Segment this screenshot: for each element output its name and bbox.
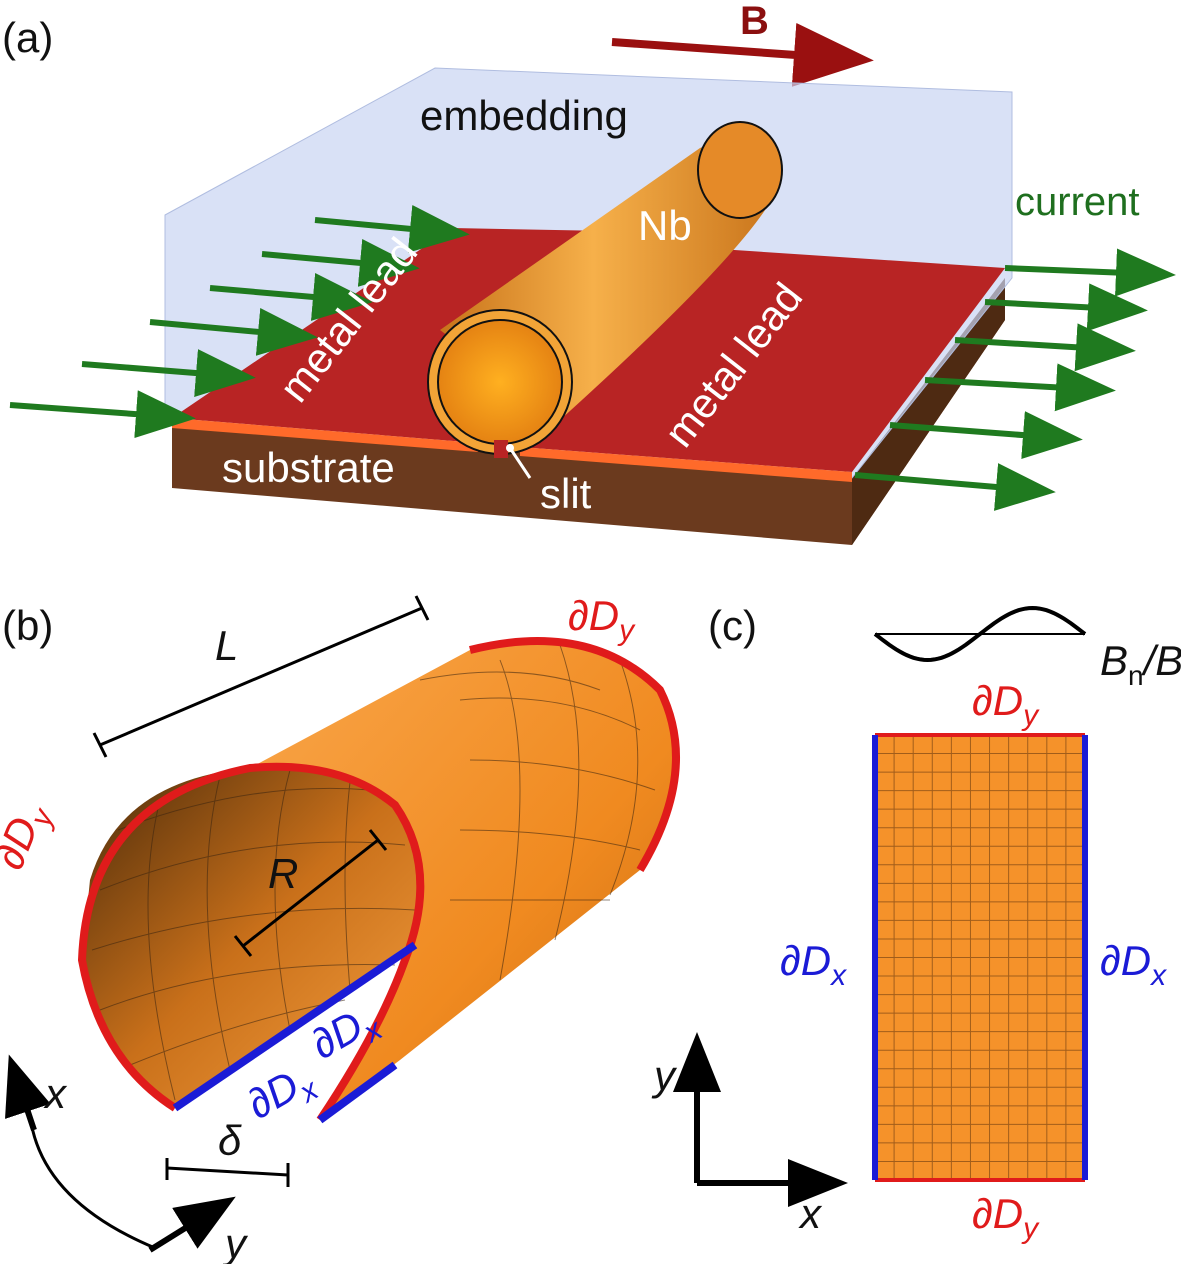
length-bar: [99, 606, 423, 747]
metal-lead-right: [520, 248, 1005, 472]
slit-label: slit: [540, 470, 592, 517]
nb-tube-far-end: [697, 121, 783, 219]
axis-y-arrow: [148, 1196, 236, 1253]
slit-width-bar: [166, 1166, 289, 1177]
axis-y-label-c: y: [651, 1052, 678, 1099]
current-arrow-in-4: [209, 273, 373, 321]
axis-x-arrow: [5, 1054, 51, 1131]
axis-curve: [28, 1114, 156, 1250]
field-arrow: [611, 22, 874, 87]
current-label: current: [1015, 180, 1140, 224]
bd-y-left-label: ∂Dy: [0, 795, 61, 879]
length-bar-tick-b: [414, 595, 430, 621]
bd-y-far-rim: [469, 637, 680, 873]
panel-c: (c) Bn/B ∂Dy ∂Dy ∂Dx ∂Dx y x: [651, 602, 1181, 1245]
panel-a: (a) B: [2, 0, 1176, 545]
current-arrow-in-3: [149, 308, 318, 356]
length-label: L: [215, 622, 238, 669]
substrate-label: substrate: [222, 444, 395, 491]
current-arrows-in: [9, 204, 470, 439]
current-arrow-out-1: [1004, 248, 1176, 297]
lead-edge-left: [172, 418, 478, 452]
bd-x-label-b: ∂Dx: [239, 1054, 325, 1135]
current-arrow-out-3: [954, 323, 1136, 372]
bd-y-near-rim: [77, 762, 425, 1123]
current-arrow-in-1: [9, 390, 196, 439]
radius-label: R: [268, 850, 298, 897]
axis-x-label-c: x: [798, 1190, 823, 1237]
nb-tube-opening: [437, 319, 563, 445]
tube-grid: [91, 644, 656, 1101]
radius-bar-tick-a: [233, 935, 253, 957]
radius-bar: [242, 838, 379, 948]
panel-b: (b) L: [0, 592, 680, 1264]
tube-label: Nb: [638, 202, 692, 249]
profile-label: Bn/B: [1100, 637, 1181, 691]
bd-y-top-label-c: ∂Dy: [972, 677, 1040, 732]
current-arrow-in-2: [81, 349, 256, 397]
current-arrows-out: [854, 248, 1176, 511]
bd-y-top-label: ∂Dy: [568, 592, 636, 647]
slit-pointer: [508, 447, 532, 479]
embedding-label: embedding: [420, 92, 628, 139]
panel-b-label: (b): [2, 602, 53, 649]
bd-x-right-label-c: ∂Dx: [1100, 937, 1167, 992]
current-arrow-in-5: [261, 239, 420, 287]
field-label: B: [740, 0, 769, 43]
panel-c-label: (c): [708, 602, 757, 649]
slit-pointer-dot: [506, 444, 514, 452]
bd-x-left-label-c: ∂Dx: [780, 937, 847, 992]
current-arrow-out-4: [924, 363, 1116, 412]
axis-y-label: y: [222, 1220, 249, 1264]
current-arrow-out-2: [984, 283, 1148, 332]
current-arrow-out-5: [889, 411, 1083, 460]
bd-y-bottom-label-c: ∂Dy: [972, 1190, 1040, 1245]
tube-outer-surface: [250, 641, 676, 1120]
tube-slit-gap: [494, 440, 508, 458]
substrate-block: [172, 278, 1005, 545]
current-arrow-out-6: [854, 463, 1056, 511]
profile-sine-curve: [873, 605, 1087, 663]
tube-inner-surface: [82, 767, 419, 1108]
current-arrow-in-6: [314, 204, 470, 253]
domain-grid: [875, 735, 1085, 1180]
slit-width-label: δ: [218, 1117, 242, 1164]
lead-edge-right: [520, 447, 852, 482]
radius-bar-tick-b: [368, 829, 388, 851]
axis-x-label: x: [43, 1070, 68, 1117]
bd-x-edge-a: [172, 941, 418, 1112]
panel-a-label: (a): [2, 14, 53, 61]
length-bar-tick-a: [92, 732, 108, 758]
bd-x-edge-b: [317, 1061, 398, 1124]
